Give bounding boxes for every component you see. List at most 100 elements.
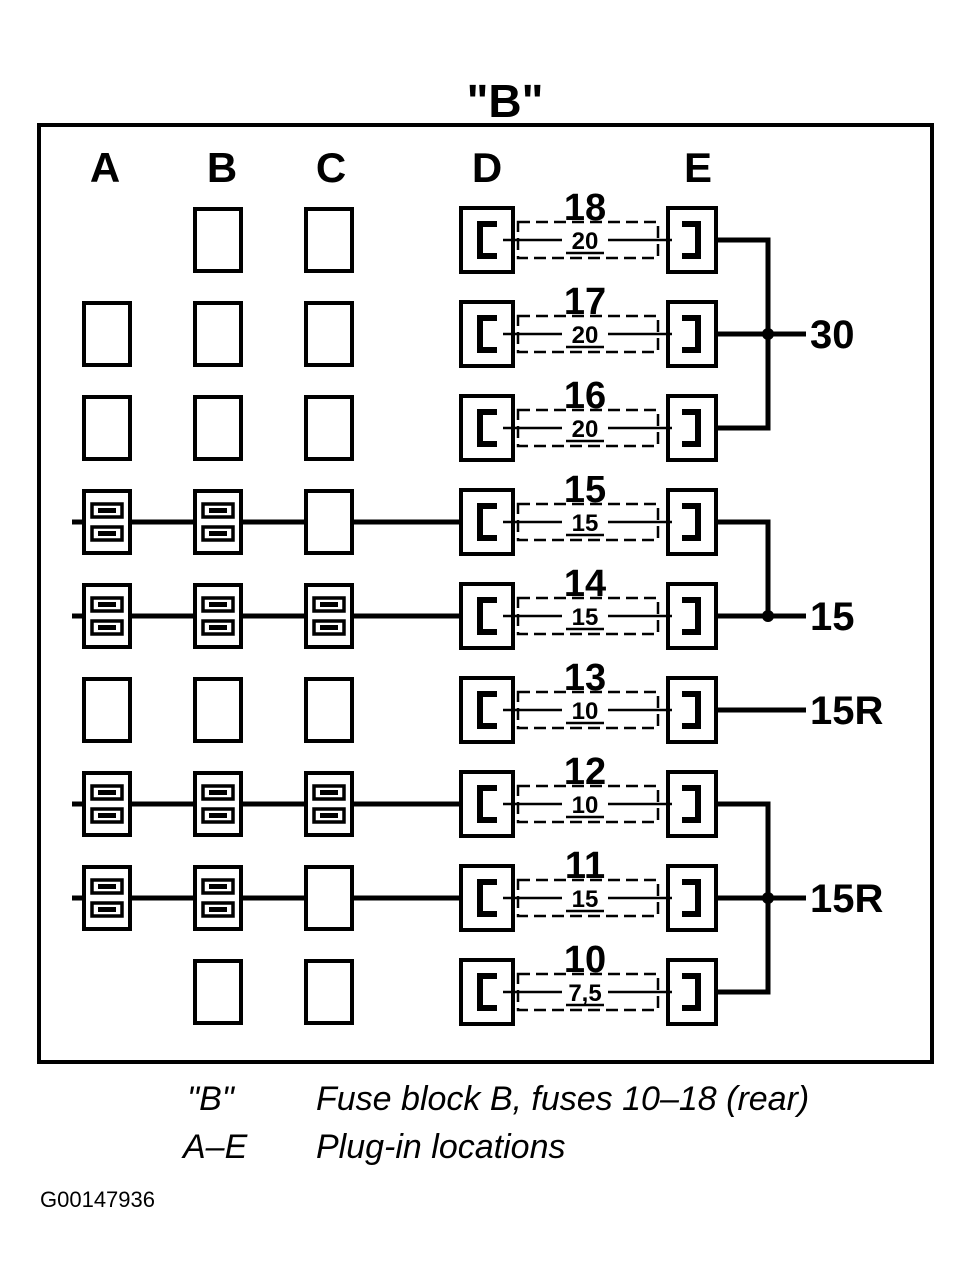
socket-body [304,677,354,743]
socket-c-11 [304,865,354,931]
holder-e-contact [682,973,701,1011]
socket-pin-mark [209,907,227,912]
socket-pin-mark [209,813,227,818]
socket-pin-mark [98,813,116,818]
socket-b-15 [193,489,243,555]
socket-c-18 [304,207,354,273]
terminal-label: 15 [810,595,855,639]
socket-pin-mark [98,531,116,536]
socket-c-10 [304,959,354,1025]
fuse-amperage: 20 [572,322,599,349]
fuse-number: 15 [564,469,606,511]
legend-key-1: "B" [187,1080,234,1118]
holder-e [666,206,718,274]
holder-e [666,582,718,650]
fuse-number: 11 [565,845,605,887]
socket-body [304,583,354,649]
fuse-amperage: 20 [572,228,599,255]
socket-pin-mark [209,508,227,513]
socket-body [193,301,243,367]
fuse-amp-bg [562,605,608,629]
holder-e [666,300,718,368]
legend-key-2: A–E [183,1128,248,1166]
socket-pin-mark [209,884,227,889]
socket-body [193,583,243,649]
socket-b-18 [193,207,243,273]
holder-d-contact [477,409,497,447]
fuse-block-frame [37,123,934,1064]
socket-body [193,771,243,837]
fuse-10: 107,5 [459,939,718,1026]
holder-e-contact [682,691,701,729]
fuse-amp-bg [562,887,608,911]
holder-e [666,394,718,462]
socket-body [82,301,132,367]
socket-body [304,865,354,931]
fuse-amp-bg [562,793,608,817]
diagram-title: "B" [467,75,544,127]
socket-body [82,677,132,743]
holder-d-contact [477,785,497,823]
socket-pin-mark [98,625,116,630]
fuse-amperage: 15 [572,604,599,631]
socket-pin-mark [98,602,116,607]
socket-pin-mark [320,625,338,630]
socket-pin-mark [209,790,227,795]
holder-e-contact [682,879,701,917]
socket-c-14 [304,583,354,649]
socket-body [193,489,243,555]
holder-d-contact [477,973,497,1011]
socket-b-16 [193,395,243,461]
socket-pin-mark [98,508,116,513]
holder-e-contact [682,785,701,823]
fuse-amp-bg [562,323,608,347]
terminal-30-1: 30 [716,237,855,431]
socket-a-17 [82,301,132,367]
socket-b-12 [193,771,243,837]
fuse-amperage: 15 [572,510,599,537]
socket-a-14 [82,583,132,649]
fuse-number: 13 [564,657,606,699]
holder-d-contact [477,221,497,259]
column-label-d: D [472,144,502,191]
holder-d-contact [477,879,497,917]
socket-body [193,959,243,1025]
fuse-number: 17 [564,281,606,323]
fuse-amperage: 10 [572,698,599,725]
socket-body [304,959,354,1025]
terminal-label: 15R [810,877,883,921]
socket-body [82,395,132,461]
terminal-15r-3: 15R [716,689,883,733]
socket-body [82,771,132,837]
fuse-number: 18 [564,187,606,229]
column-label-b: B [207,144,237,191]
fuse-number: 12 [564,751,606,793]
socket-a-11 [82,865,132,931]
socket-c-13 [304,677,354,743]
fuse-amp-bg [562,511,608,535]
socket-pin-mark [209,602,227,607]
socket-b-10 [193,959,243,1025]
legend-text-2: Plug-in locations [316,1128,566,1166]
terminal-buses: 30 15 15R 15R [716,237,883,995]
socket-body [193,677,243,743]
fuse-amp-bg [562,417,608,441]
holder-e [666,770,718,838]
socket-pin-mark [98,907,116,912]
holder-e-contact [682,221,701,259]
fuse-number: 10 [564,939,606,981]
column-label-a: A [90,144,120,191]
socket-pin-mark [209,625,227,630]
socket-c-16 [304,395,354,461]
wires [72,519,480,901]
holder-e [666,958,718,1026]
socket-pin-mark [320,790,338,795]
